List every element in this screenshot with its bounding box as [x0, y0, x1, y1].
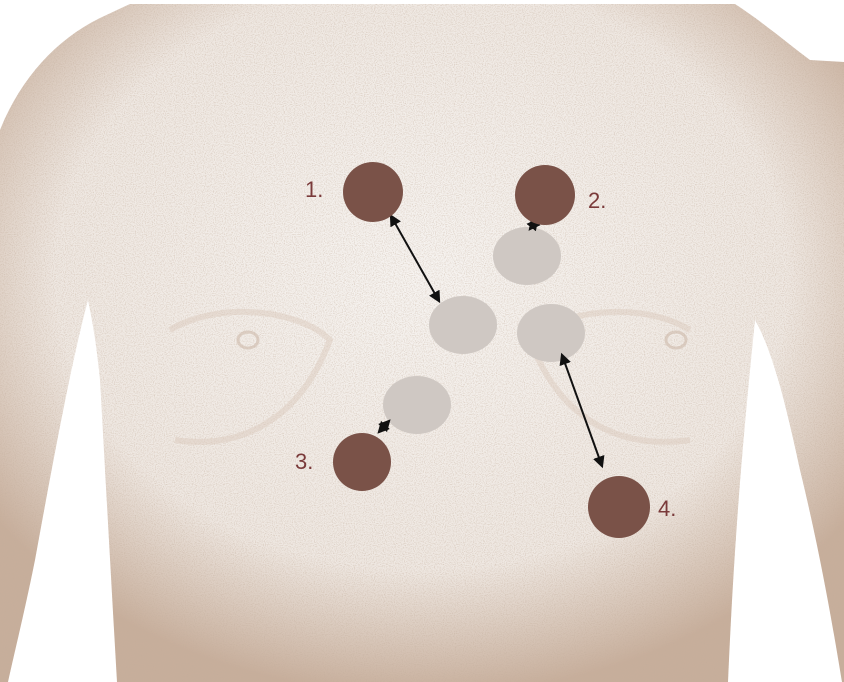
dark-pad-1 — [343, 162, 403, 222]
marker-label-4: 4. — [658, 496, 676, 521]
torso — [0, 4, 844, 682]
dark-pad-3 — [333, 433, 391, 491]
light-pad-upper-right — [493, 227, 561, 285]
dark-pad-2 — [515, 165, 575, 225]
marker-label-3: 3. — [295, 449, 313, 474]
marker-label-2: 2. — [588, 188, 606, 213]
light-pad-center-right — [517, 304, 585, 362]
light-pad-center-left — [429, 296, 497, 354]
dark-pad-4 — [588, 476, 650, 538]
marker-label-1: 1. — [305, 177, 323, 202]
light-pad-lower-left — [383, 376, 451, 434]
